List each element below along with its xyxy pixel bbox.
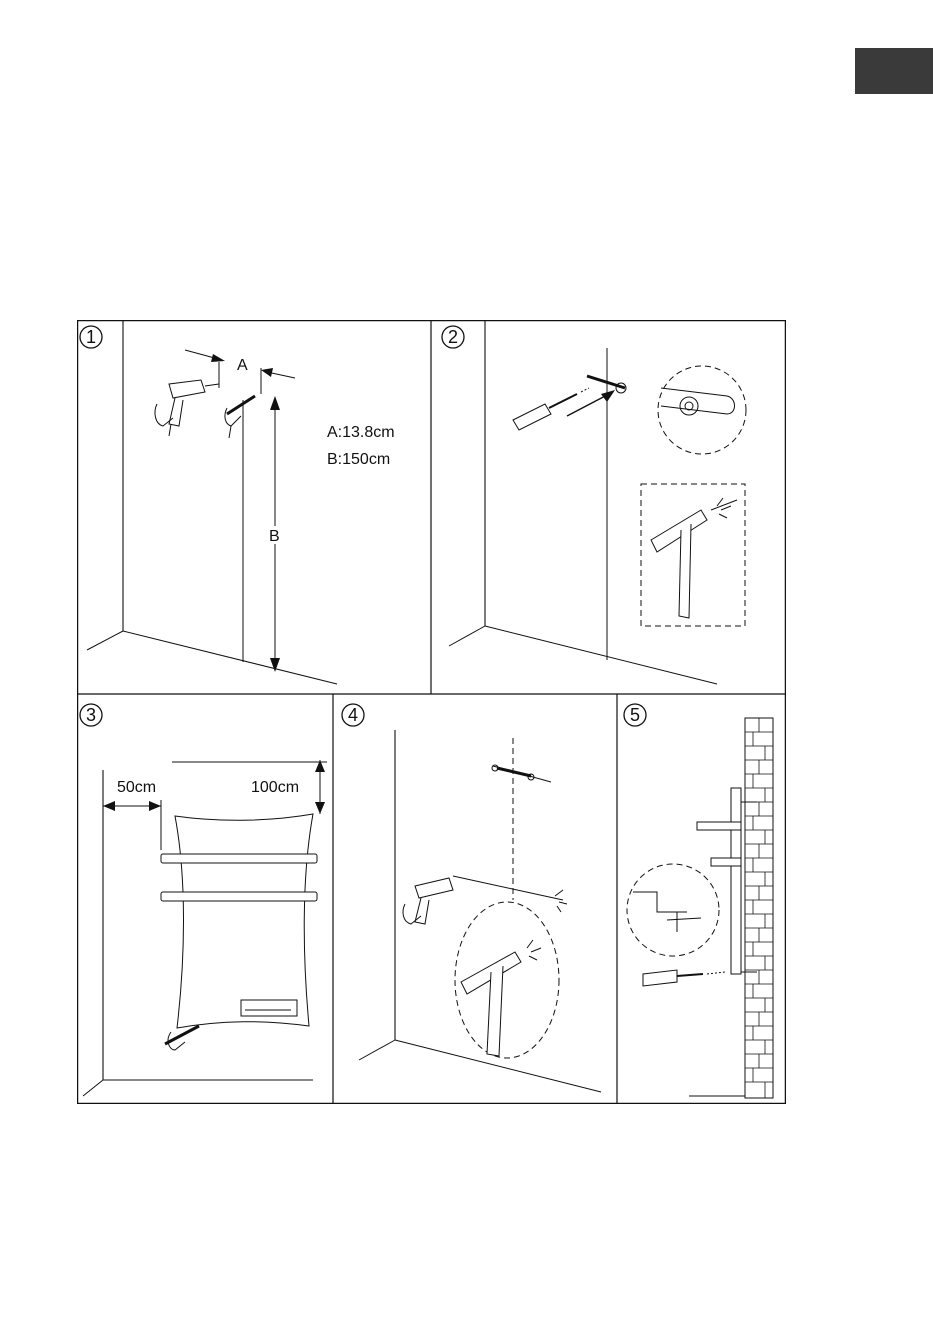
step-2-number: 2 bbox=[448, 327, 458, 347]
heater-side-icon bbox=[731, 788, 741, 974]
hammer-detail-box bbox=[641, 484, 745, 626]
step-2-panel: 2 bbox=[442, 320, 746, 684]
step-4-panel: 4 bbox=[342, 704, 601, 1092]
step-1-number: 1 bbox=[86, 327, 96, 347]
drill-icon bbox=[155, 380, 219, 436]
spec-b-text: B:150cm bbox=[327, 451, 390, 468]
screwdriver-icon-5 bbox=[643, 970, 725, 986]
step-3-number: 3 bbox=[86, 705, 96, 725]
pencil-hand-icon bbox=[225, 396, 255, 438]
detail-circle bbox=[658, 366, 746, 454]
side-gap-label: 50cm bbox=[117, 779, 156, 796]
step-1-panel: 1 A B A:13.8cm B:150cm bbox=[80, 320, 395, 684]
language-tab bbox=[855, 48, 933, 94]
top-gap-label: 100cm bbox=[251, 779, 299, 796]
screwdriver-icon bbox=[513, 388, 589, 430]
pencil-hand-icon-3 bbox=[165, 1026, 199, 1050]
hammer-icon bbox=[651, 498, 737, 618]
brick-wall bbox=[745, 718, 773, 1098]
step-5-panel: 5 bbox=[624, 704, 773, 1098]
spec-a-text: A:13.8cm bbox=[327, 424, 395, 441]
step-4-number: 4 bbox=[348, 705, 358, 725]
dim-b-label: B bbox=[269, 528, 280, 545]
heater-panel-icon bbox=[161, 814, 317, 1028]
dim-a-label: A bbox=[237, 357, 248, 374]
drill-icon-4 bbox=[403, 878, 453, 924]
detail-circle-5 bbox=[627, 864, 719, 956]
step-3-panel: 3 50cm 100cm bbox=[80, 704, 327, 1096]
installation-figure: 1 A B A:13.8cm B:150cm bbox=[77, 320, 786, 1104]
step-5-number: 5 bbox=[630, 705, 640, 725]
